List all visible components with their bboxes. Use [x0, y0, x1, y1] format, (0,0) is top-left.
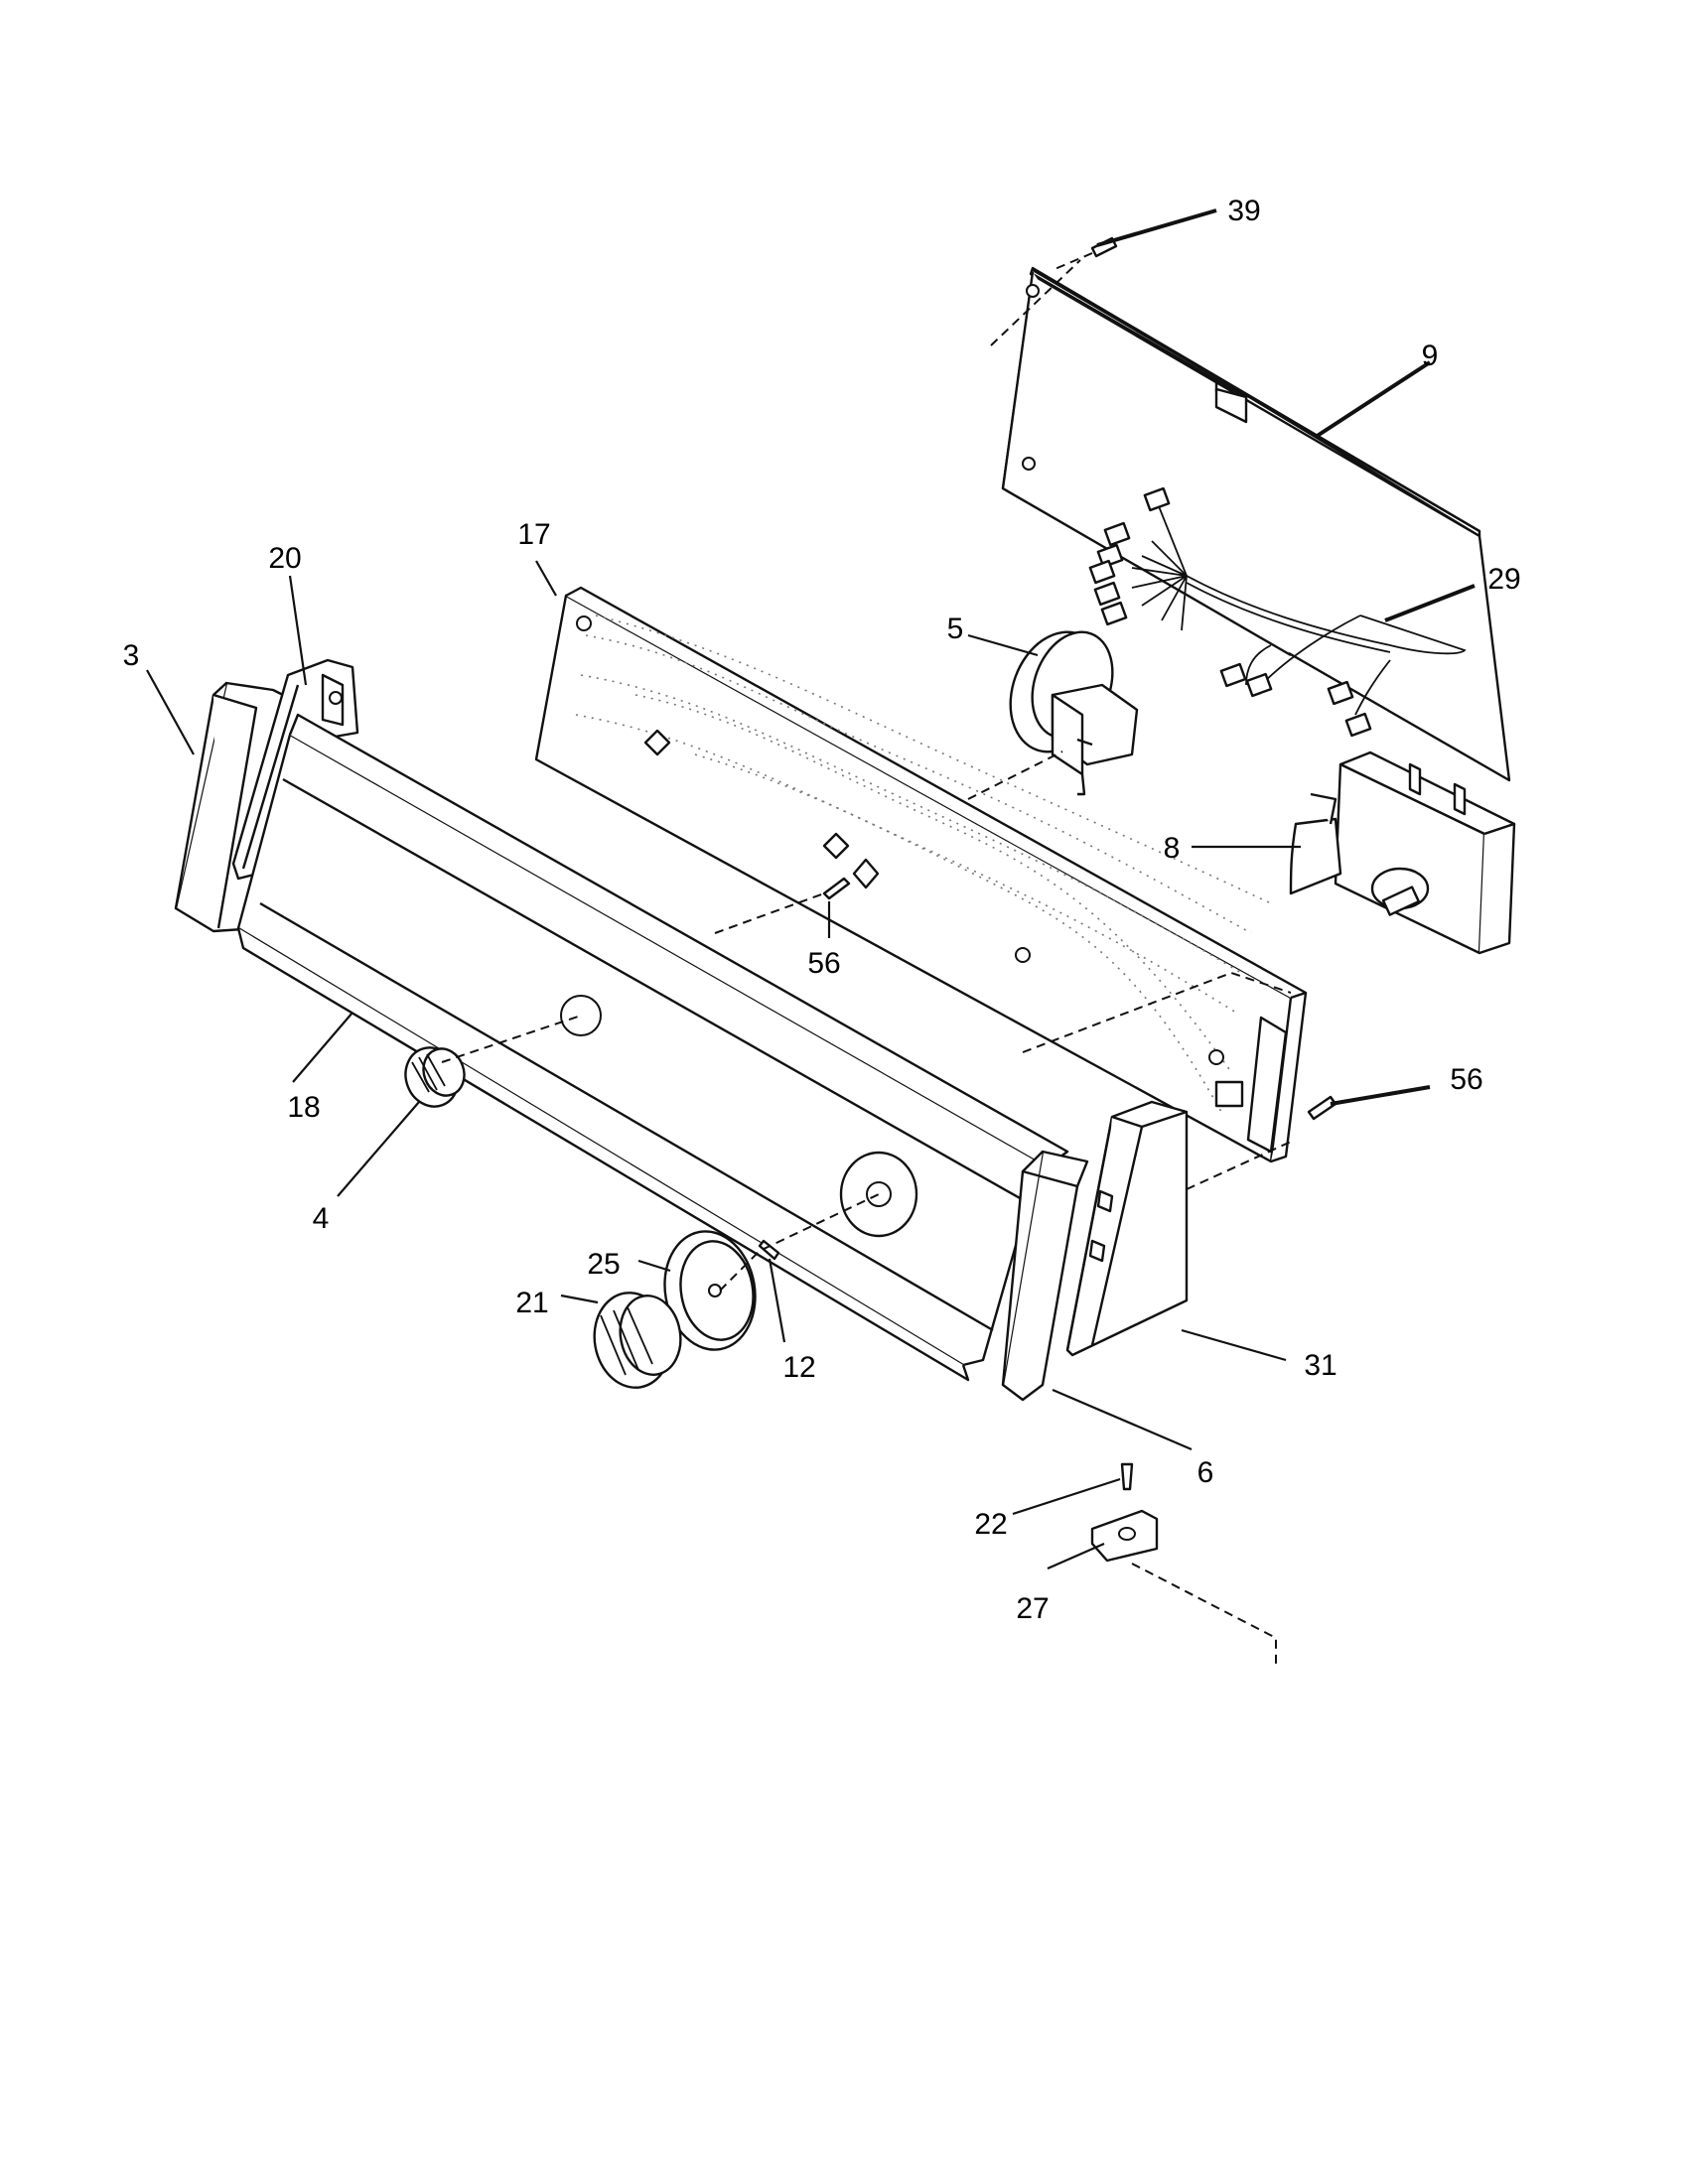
part-8-timer: [1289, 751, 1516, 955]
callout-20: 20: [268, 542, 301, 575]
callout-6: 6: [1197, 1456, 1214, 1489]
callout-9: 9: [1422, 340, 1439, 372]
callout-12: 12: [782, 1351, 815, 1384]
callout-27: 27: [1016, 1592, 1049, 1625]
part-5-switch: [1009, 630, 1139, 796]
alignment-lines: [441, 252, 1292, 1668]
callout-39: 39: [1227, 195, 1260, 227]
callout-25: 25: [587, 1248, 620, 1281]
part-21-knob: [593, 1292, 682, 1389]
callout-31: 31: [1304, 1349, 1336, 1382]
callout-56-upper: 56: [807, 947, 840, 980]
part-18-control-panel: [236, 713, 1069, 1382]
callout-8: 8: [1164, 832, 1181, 865]
part-17-panel-backing: [534, 586, 1308, 1163]
callout-labels: 39 9 29 17 20 3 5 8 56 56 18 4 25 21 12 …: [123, 195, 1521, 1625]
part-22-screw: [1120, 1462, 1134, 1491]
callout-21: 21: [515, 1287, 548, 1319]
callout-56-lower: 56: [1450, 1063, 1482, 1096]
callout-4: 4: [313, 1202, 330, 1235]
callout-5: 5: [947, 613, 964, 645]
part-12-screw: [758, 1239, 780, 1261]
part-31-right-bracket: [1065, 1100, 1189, 1357]
part-6-right-end-cap: [1001, 1150, 1089, 1402]
callout-3: 3: [123, 639, 140, 672]
part-27-clip: [1090, 1509, 1159, 1563]
callout-18: 18: [287, 1091, 320, 1124]
callout-17: 17: [517, 518, 550, 551]
callout-22: 22: [974, 1508, 1007, 1541]
part-56-screw-upper: [822, 877, 851, 900]
callout-29: 29: [1487, 563, 1520, 596]
part-29-wire-harness: [1088, 486, 1467, 738]
part-56-screw-lower: [1307, 1095, 1337, 1121]
leader-lines: [146, 208, 1476, 1570]
part-9-back-plate: [1001, 266, 1511, 782]
part-4-knob: [404, 1046, 466, 1108]
part-25-dial: [663, 1230, 757, 1351]
